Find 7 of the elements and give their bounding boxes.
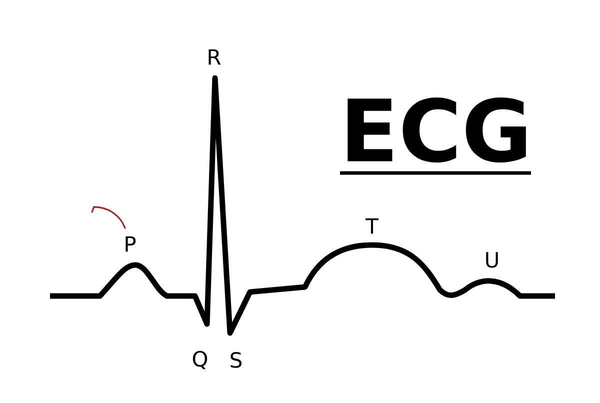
wave-label: S (230, 352, 242, 368)
title: ECG (348, 97, 526, 163)
wave-label: P (126, 236, 136, 252)
wave-label: T (366, 218, 378, 234)
wave-label: U (486, 252, 498, 268)
wave-label: R (208, 49, 221, 65)
wave-label: Q (192, 350, 208, 370)
